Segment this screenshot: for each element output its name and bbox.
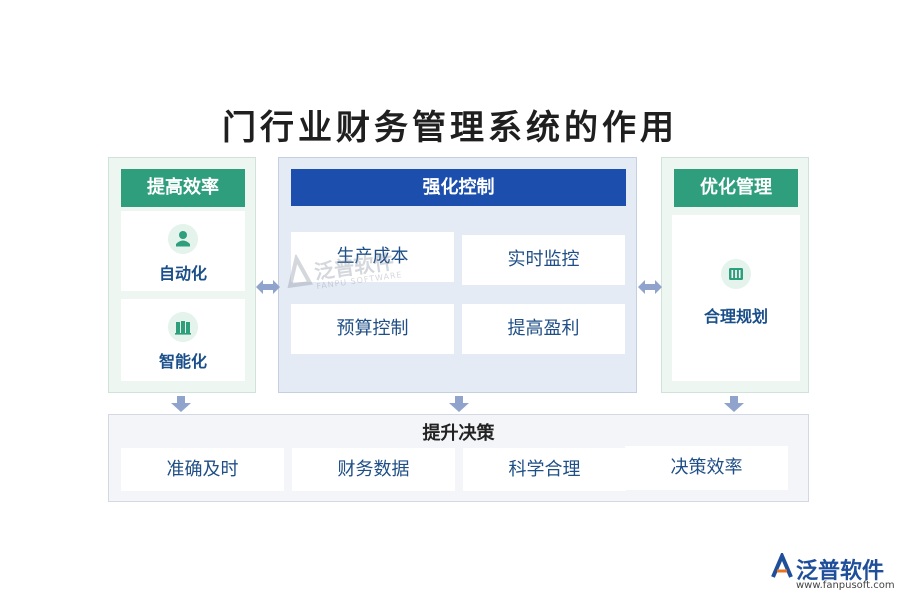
left-card-label: 自动化 (158, 264, 207, 283)
center-panel: 强化控制 生产成本 实时监控 预算控制 提高盈利 (278, 157, 637, 393)
center-card-realtime-monitor: 实时监控 (462, 235, 625, 285)
center-card-budget-control: 预算控制 (291, 304, 454, 354)
left-panel: 提高效率 自动化 智能化 (108, 157, 256, 393)
abacus-icon (721, 259, 751, 289)
left-card-automation: 自动化 (121, 211, 245, 291)
bottom-card-financial-data: 财务数据 (292, 448, 455, 491)
fanpu-logo-icon (771, 553, 793, 578)
center-panel-header: 强化控制 (291, 169, 626, 206)
down-arrow-icon (449, 396, 469, 412)
bottom-card-decision-efficiency: 决策效率 (625, 446, 788, 490)
watermark: 泛普软件 FANPU SOFTWARE (282, 240, 408, 308)
down-arrow-icon (724, 396, 744, 412)
brand-logo: 泛普软件 www.fanpusoft.com (770, 551, 895, 595)
right-panel: 优化管理 合理规划 (661, 157, 809, 393)
center-card-production-cost: 生产成本 (291, 232, 454, 282)
bottom-panel-header: 提升决策 (422, 423, 495, 444)
bottom-card-scientific: 科学合理 (463, 448, 626, 491)
bottom-panel: 提升决策 准确及时 财务数据 科学合理 决策效率 (108, 414, 809, 502)
fanpu-mark-icon (287, 253, 314, 289)
left-card-label: 智能化 (158, 352, 207, 371)
book-stack-icon (168, 312, 198, 342)
right-panel-header: 优化管理 (674, 169, 798, 207)
double-arrow-icon (256, 280, 280, 294)
bottom-card-accurate: 准确及时 (121, 448, 284, 491)
down-arrow-icon (171, 396, 191, 412)
page-title: 门行业财务管理系统的作用 (222, 108, 678, 148)
left-panel-header: 提高效率 (121, 169, 245, 207)
logo-url: www.fanpusoft.com (796, 580, 895, 591)
right-card-label: 合理规划 (703, 307, 768, 326)
user-stamp-icon (168, 224, 198, 254)
right-card-planning: 合理规划 (672, 215, 800, 381)
center-card-profit: 提高盈利 (462, 304, 625, 354)
logo-name: 泛普软件 (796, 559, 885, 584)
double-arrow-icon (638, 280, 662, 294)
left-card-intelligence: 智能化 (121, 299, 245, 381)
